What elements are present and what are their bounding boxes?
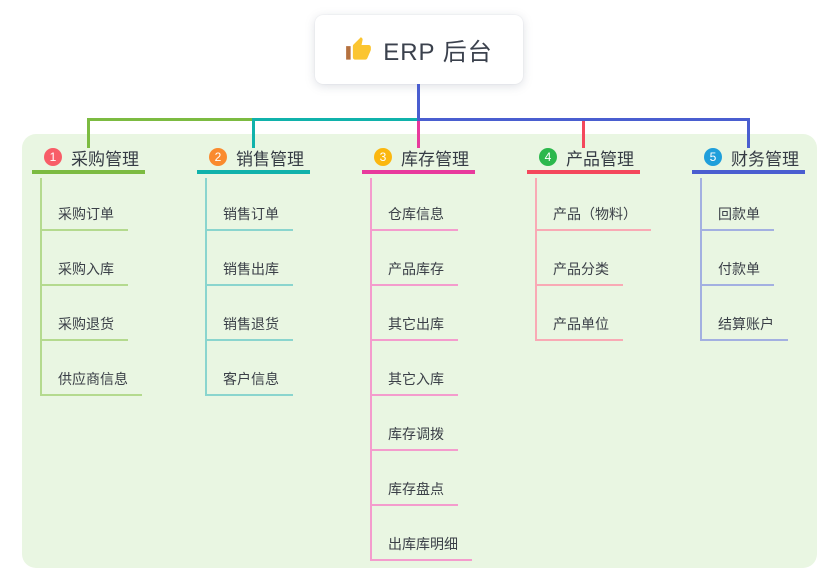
branch-drop-line	[747, 121, 750, 148]
branches-background-panel	[22, 134, 817, 568]
branch-drop-line	[417, 121, 420, 148]
sub-node-仓库信息[interactable]: 仓库信息	[370, 206, 458, 231]
branch-stem-line	[370, 178, 372, 561]
branch-number-badge: 2	[209, 148, 227, 166]
sub-node-库存调拨[interactable]: 库存调拨	[370, 426, 458, 451]
branch-number-badge: 5	[704, 148, 722, 166]
branch-node-财务管理[interactable]: 5 财务管理	[692, 144, 805, 174]
sub-node-销售退货[interactable]: 销售退货	[205, 316, 293, 341]
sub-node-产品分类[interactable]: 产品分类	[535, 261, 623, 286]
sub-node-销售订单[interactable]: 销售订单	[205, 206, 293, 231]
sub-node-采购入库[interactable]: 采购入库	[40, 261, 128, 286]
sub-node-采购订单[interactable]: 采购订单	[40, 206, 128, 231]
sub-node-供应商信息[interactable]: 供应商信息	[40, 371, 142, 396]
connector-bus-left-segment	[87, 118, 252, 121]
branch-drop-line	[252, 121, 255, 148]
branch-stem-line	[535, 178, 537, 341]
branch-node-产品管理[interactable]: 4 产品管理	[527, 144, 640, 174]
root-node[interactable]: ERP 后台	[315, 15, 523, 84]
root-node-label: ERP 后台	[383, 39, 493, 66]
sub-node-产品（物料）[interactable]: 产品（物料）	[535, 206, 651, 231]
branch-stem-line	[700, 178, 702, 341]
connector-bus-mid-segment	[252, 118, 417, 121]
branch-number-badge: 3	[374, 148, 392, 166]
sub-node-付款单[interactable]: 付款单	[700, 261, 774, 286]
branch-label: 库存管理	[401, 149, 469, 169]
branch-number-badge: 1	[44, 148, 62, 166]
branch-node-采购管理[interactable]: 1 采购管理	[32, 144, 145, 174]
branch-stem-line	[40, 178, 42, 396]
branch-label: 采购管理	[71, 149, 139, 169]
branch-label: 销售管理	[236, 149, 304, 169]
branch-drop-line	[87, 121, 90, 148]
branch-node-库存管理[interactable]: 3 库存管理	[362, 144, 475, 174]
sub-node-其它出库[interactable]: 其它出库	[370, 316, 458, 341]
sub-node-客户信息[interactable]: 客户信息	[205, 371, 293, 396]
thumbs-up-icon	[345, 36, 372, 63]
root-connector-line	[417, 84, 420, 121]
branch-node-销售管理[interactable]: 2 销售管理	[197, 144, 310, 174]
branch-drop-line	[582, 121, 585, 148]
branch-stem-line	[205, 178, 207, 396]
sub-node-产品库存[interactable]: 产品库存	[370, 261, 458, 286]
sub-node-出库库明细[interactable]: 出库库明细	[370, 536, 472, 561]
sub-node-结算账户[interactable]: 结算账户	[700, 316, 788, 341]
sub-node-采购退货[interactable]: 采购退货	[40, 316, 128, 341]
sub-node-回款单[interactable]: 回款单	[700, 206, 774, 231]
sub-node-产品单位[interactable]: 产品单位	[535, 316, 623, 341]
sub-node-库存盘点[interactable]: 库存盘点	[370, 481, 458, 506]
sub-node-其它入库[interactable]: 其它入库	[370, 371, 458, 396]
branch-label: 财务管理	[731, 149, 799, 169]
sub-node-销售出库[interactable]: 销售出库	[205, 261, 293, 286]
branch-label: 产品管理	[566, 149, 634, 169]
branch-number-badge: 4	[539, 148, 557, 166]
connector-bus-right-segment	[417, 118, 750, 121]
